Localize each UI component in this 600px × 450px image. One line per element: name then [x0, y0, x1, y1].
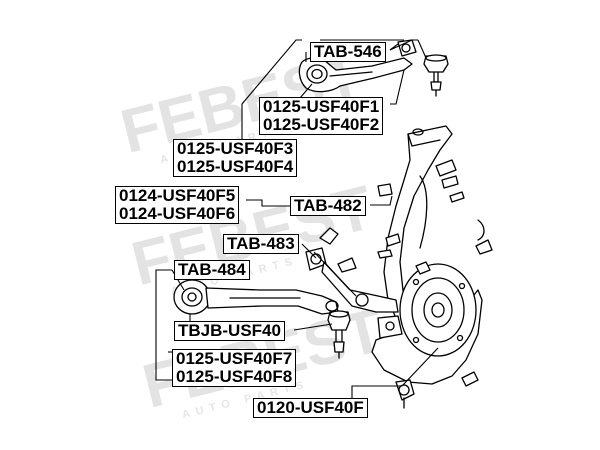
- label-0124-usf40f5-f6: 0124-USF40F5 0124-USF40F6: [115, 186, 240, 224]
- label-0125-usf40f7-f8: 0125-USF40F7 0125-USF40F8: [172, 349, 297, 387]
- part-number: TAB-484: [178, 260, 246, 279]
- part-number: 0120-USF40F: [257, 398, 364, 417]
- lower-knuckle-bushing: [395, 379, 415, 409]
- part-number: 0125-USF40F7: [176, 349, 293, 368]
- part-number: 0125-USF40F8: [176, 367, 293, 386]
- part-number: 0125-USF40F2: [263, 115, 380, 134]
- part-number: 0124-USF40F5: [119, 186, 236, 205]
- label-0125-usf40f3-f4: 0125-USF40F3 0125-USF40F4: [173, 139, 298, 177]
- part-number: TBJB-USF40: [178, 321, 281, 340]
- leader-lines: [155, 39, 439, 398]
- part-number: 0125-USF40F1: [263, 97, 380, 116]
- part-number: 0125-USF40F3: [177, 139, 294, 158]
- label-0125-usf40f1-f2: 0125-USF40F1 0125-USF40F2: [259, 97, 384, 135]
- label-tab-484: TAB-484: [174, 260, 250, 280]
- part-number: 0125-USF40F4: [177, 157, 294, 176]
- part-number: 0124-USF40F6: [119, 204, 236, 223]
- lower-ball-joint: [327, 310, 351, 359]
- part-number: TAB-483: [227, 234, 295, 253]
- steering-knuckle: [371, 125, 483, 385]
- label-0120-usf40f: 0120-USF40F: [253, 398, 368, 418]
- label-tab-483: TAB-483: [223, 234, 299, 254]
- part-number: TAB-482: [294, 196, 362, 215]
- label-tab-546: TAB-546: [310, 42, 386, 62]
- upper-ball-joint: [423, 54, 449, 97]
- part-number: TAB-546: [314, 42, 382, 61]
- label-tbjb-usf40: TBJB-USF40: [174, 321, 285, 341]
- lower-control-arm: [173, 279, 339, 315]
- label-tab-482: TAB-482: [290, 196, 366, 216]
- hardware-pieces: [377, 159, 493, 387]
